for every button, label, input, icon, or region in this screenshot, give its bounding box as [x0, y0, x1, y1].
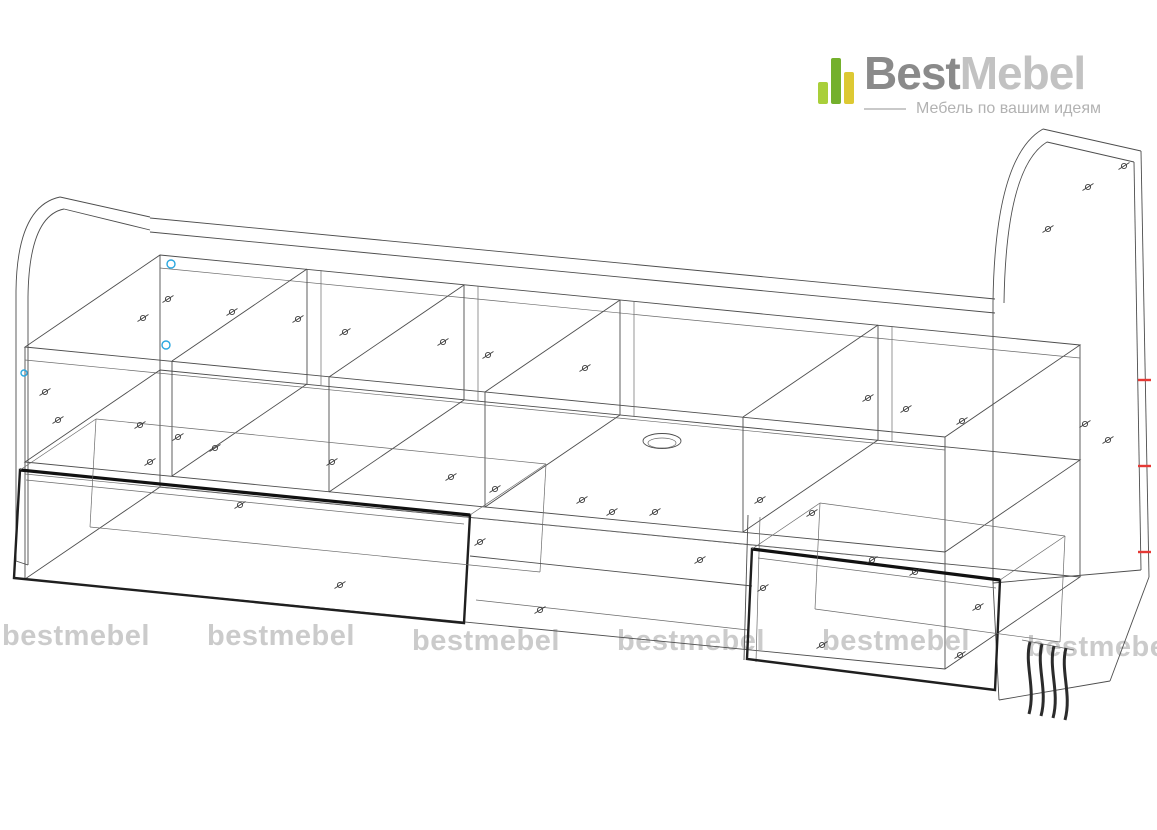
watermark-text: bestmebel: [207, 620, 355, 652]
watermark-text: bestmebel: [617, 625, 765, 657]
watermark-text: bestmebel: [412, 625, 560, 657]
brand-name: BestMebel: [864, 47, 1086, 99]
brand-tagline: Мебель по вашим идеям: [864, 100, 1101, 118]
left-side-panel: [15, 196, 151, 566]
brand-name-primary: Best: [864, 47, 961, 99]
logo-bars-icon: [818, 50, 855, 104]
tagline-text: Мебель по вашим идеям: [916, 100, 1101, 117]
logo-bar-yellow: [844, 72, 855, 104]
watermark-text: bestmebel: [1027, 631, 1157, 663]
watermark-text: bestmebel: [822, 625, 970, 657]
tagline-rule: [864, 108, 907, 110]
watermark-text: bestmebel: [2, 620, 150, 652]
screw-marks: [39, 162, 1130, 659]
brand-logo: BestMebel Мебель по вашим идеям: [818, 50, 1101, 118]
right-side-panel: [992, 128, 1150, 701]
logo-text-block: BestMebel Мебель по вашим идеям: [864, 50, 1101, 118]
left-drawer: [12, 418, 547, 625]
cable-hole: [642, 433, 682, 449]
right-drawer: [745, 502, 1066, 692]
brand-name-secondary: Mebel: [959, 47, 1086, 99]
top-rails: [149, 217, 996, 314]
middle-shelf: [23, 369, 1082, 565]
logo-bar-green: [831, 58, 842, 104]
red-alignment-marks: [1138, 378, 1151, 554]
logo-bar-light-green: [818, 82, 829, 104]
compartment-dividers: [171, 268, 893, 533]
carcass-frame: [23, 254, 1082, 670]
blue-alignment-marks: [20, 259, 176, 377]
